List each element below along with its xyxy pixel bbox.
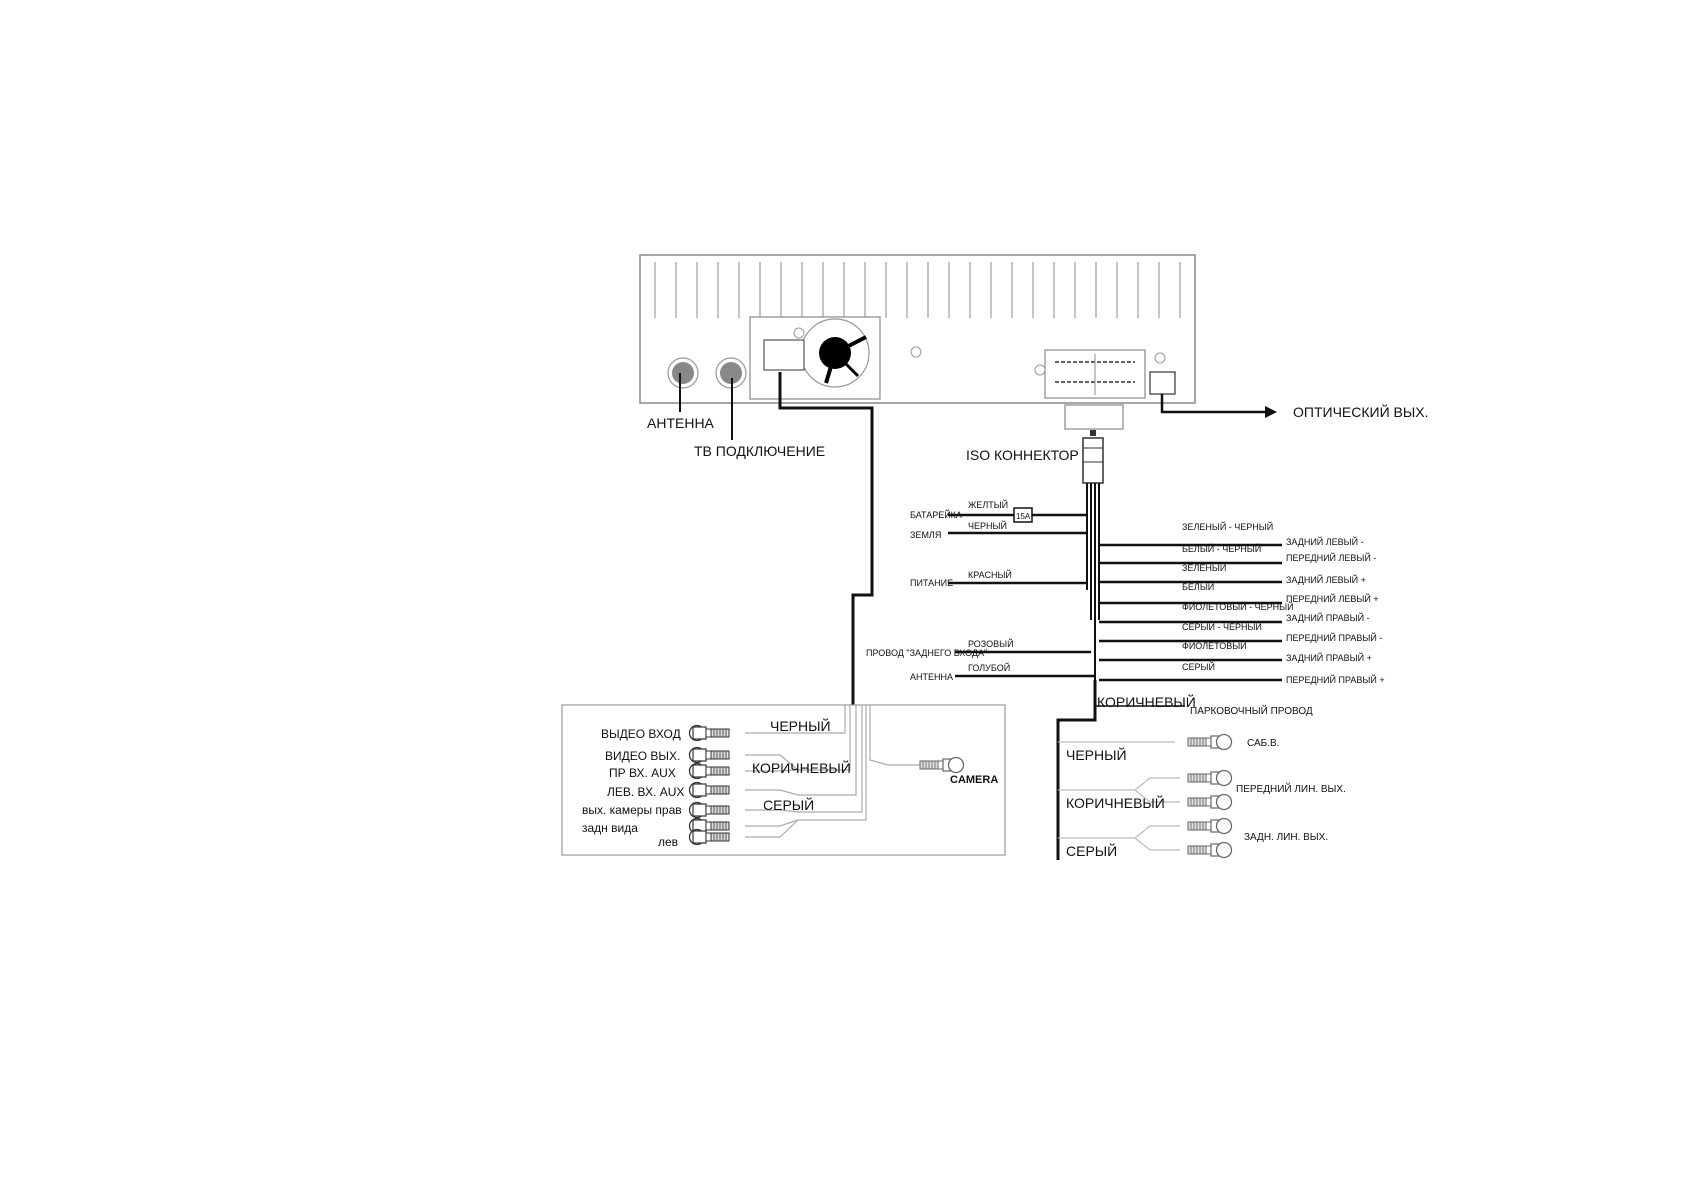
speaker-wire-label: ПЕРЕДНИЙ ЛЕВЫЙ + [1286, 593, 1379, 604]
speaker-wire-color: ФИОЛЕТОВЫЙ [1182, 640, 1247, 651]
wire-label: ЗЕМЛЯ [910, 530, 941, 540]
label-brown: КОРИЧНЕВЫЙ [1097, 693, 1196, 710]
label-optical: ОПТИЧЕСКИЙ ВЫХ. [1293, 403, 1428, 420]
speaker-wire-color: СЕРЫЙ [1182, 661, 1215, 672]
label-iso: ISO КОННЕКТОР [966, 447, 1079, 463]
tv-socket [720, 362, 742, 384]
wire-label: БАТАРЕЙКА [910, 509, 962, 520]
label-sub: САБ.В. [1247, 738, 1279, 749]
label-rear-line: ЗАДН. ЛИН. ВЫХ. [1244, 832, 1328, 843]
wire-color: ЧЕРНЫЙ [968, 520, 1007, 531]
label-aux-l: ЛЕВ. ВХ. AUX [607, 785, 684, 799]
optical-port [1149, 371, 1176, 395]
label-video-out: ВИДЕО ВЫХ. [605, 749, 680, 763]
label-tv: ТВ ПОДКЛЮЧЕНИЕ [694, 443, 825, 459]
label-parking: ПАРКОВОЧНЫЙ ПРОВОД [1190, 704, 1313, 717]
speaker-wire-color: ЗЕЛЕНЫЙ - ЧЕРНЫЙ [1182, 521, 1273, 532]
wire-color: ЖЕЛТЫЙ [968, 499, 1008, 510]
av-harness-box [561, 704, 1006, 856]
iso-plug [1064, 404, 1124, 430]
wire-color: РОЗОВЫЙ [968, 638, 1014, 649]
label-camera: CAMERA [950, 774, 998, 786]
label-cam-l: лев [658, 835, 678, 849]
wire-color: КРАСНЫЙ [968, 569, 1012, 580]
speaker-wire-color: БЕЛЫЙ - ЧЕРНЫЙ [1182, 543, 1261, 554]
antenna-socket [672, 362, 694, 384]
arrow-right-icon [1265, 406, 1277, 418]
fuse-icon [1013, 507, 1033, 523]
wire-label: ПРОВОД "ЗАДНЕГО ВХОДА" [866, 648, 987, 658]
speaker-wire-label: ПЕРЕДНИЙ ПРАВЫЙ + [1286, 674, 1385, 685]
label-av-black: ЧЕРНЫЙ [770, 717, 831, 734]
label-brown2: КОРИЧНЕВЫЙ [1066, 794, 1165, 811]
label-gray: СЕРЫЙ [1066, 842, 1117, 859]
speaker-wire-label: ПЕРЕДНИЙ ПРАВЫЙ - [1286, 632, 1382, 643]
speaker-wire-color: СЕРЫЙ - ЧЕРНЫЙ [1182, 621, 1262, 632]
speaker-wire-label: ЗАДНИЙ ЛЕВЫЙ - [1286, 536, 1364, 547]
label-black: ЧЕРНЫЙ [1066, 746, 1127, 763]
label-cam-rear: задн вида [582, 821, 638, 835]
rca-rear [1187, 817, 1233, 859]
wire-color: ГОЛУБОЙ [968, 662, 1010, 673]
label-video-in: ВЫДЕО ВХОД [601, 727, 681, 741]
wire-label: АНТЕННА [910, 672, 953, 682]
speaker-wire-color: ЗЕЛЕНЫЙ [1182, 562, 1226, 573]
camera-connector [919, 756, 965, 774]
svg-text:15A: 15A [1016, 512, 1031, 521]
label-av-brown: КОРИЧНЕВЫЙ [752, 759, 851, 776]
speaker-wire-labels: ЗЕЛЕНЫЙ - ЧЕРНЫЙ ЗАДНИЙ ЛЕВЫЙ - БЕЛЫЙ - ЧЕ… [1182, 521, 1385, 685]
rca-av-connectors [688, 724, 730, 846]
speaker-wire-color: ФИОЛЕТОВЫЙ - ЧЕРНЫЙ [1182, 601, 1294, 612]
speaker-wire-label: ПЕРЕДНИЙ ЛЕВЫЙ - [1286, 552, 1376, 563]
label-front-line: ПЕРЕДНИЙ ЛИН. ВЫХ. [1236, 782, 1346, 795]
tv-port [763, 339, 805, 371]
speaker-wire-label: ЗАДНИЙ ПРАВЫЙ + [1286, 652, 1372, 663]
speaker-wire-color: БЕЛЫЙ [1182, 581, 1214, 592]
label-aux-r: ПР ВХ. AUX [609, 766, 676, 780]
label-cam-r: вых. камеры прав [582, 803, 682, 817]
tv-cable [778, 372, 874, 705]
label-antenna: АНТЕННА [647, 415, 715, 431]
label-av-gray: СЕРЫЙ [763, 796, 814, 813]
rca-front [1187, 769, 1233, 811]
speaker-wire-label: ЗАДНИЙ ЛЕВЫЙ + [1286, 574, 1366, 585]
rca-sub [1187, 733, 1233, 751]
output-cable [1056, 680, 1097, 860]
wire-label: ПИТАНИЕ [910, 578, 953, 588]
head-unit-rear-panel [639, 254, 1196, 404]
speaker-wire-label: ЗАДНИЙ ПРАВЫЙ - [1286, 612, 1370, 623]
left-wire-labels: БАТАРЕЙКА ЖЕЛТЫЙ ЗЕМЛЯ ЧЕРНЫЙ ПИТАНИЕ КР… [866, 499, 1014, 682]
